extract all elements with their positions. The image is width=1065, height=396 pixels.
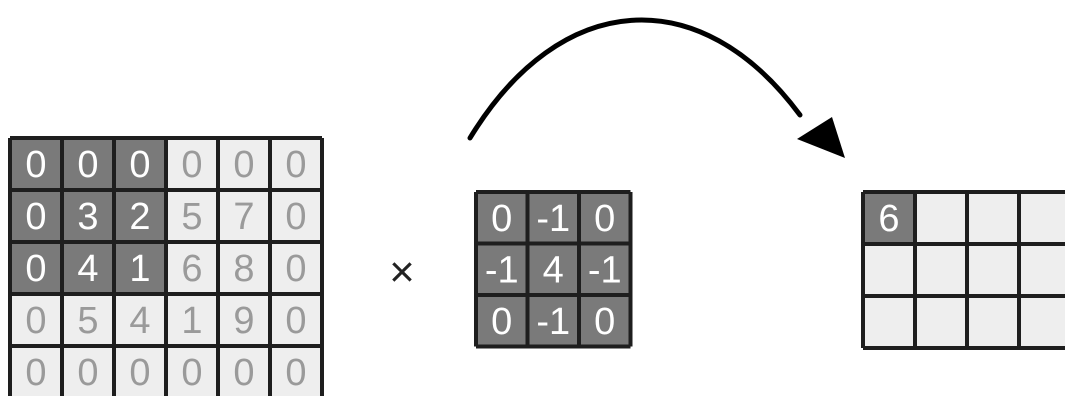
input-cell [62,138,114,190]
output-cell [1019,192,1065,244]
input-cell-value: 0 [77,352,98,394]
input-cell [270,138,322,190]
output-cell [915,244,967,296]
input-cell [114,294,166,346]
input-cell [114,190,166,242]
input-cell [166,346,218,396]
kernel-cell-value: 0 [594,198,615,240]
input-cell [62,346,114,396]
input-cell-value: 0 [285,300,306,342]
output-cell [863,192,915,244]
input-cell [10,294,62,346]
input-cell-value: 1 [129,248,150,290]
kernel-cell [476,192,528,244]
input-cell [166,242,218,294]
input-cell [218,138,270,190]
output-cell [1019,244,1065,296]
input-cell [10,190,62,242]
input-cell-value: 3 [77,196,98,238]
input-cell-value: 0 [285,196,306,238]
input-cell [10,138,62,190]
input-cell [114,242,166,294]
input-cell-value: 0 [25,248,46,290]
output-cell [863,296,915,348]
kernel-cell [579,243,631,295]
output-cell [967,244,1019,296]
kernel-cell-value: -1 [485,249,519,291]
output-cell [863,244,915,296]
input-cell-value: 7 [233,196,254,238]
kernel-cell [476,243,528,295]
input-cell [62,294,114,346]
input-cell-value: 1 [181,300,202,342]
output-cell [967,192,1019,244]
input-cell [218,294,270,346]
curved-arrow-icon [467,17,845,158]
input-cell [10,242,62,294]
kernel-cell-value: -1 [536,301,570,343]
input-cell-value: 4 [129,300,150,342]
input-cell-value: 9 [233,300,254,342]
kernel-cell-value: -1 [536,198,570,240]
input-cell-value: 0 [129,352,150,394]
input-cell-value: 0 [285,352,306,394]
input-cell-value: 5 [181,196,202,238]
input-cell-value: 0 [129,144,150,186]
output-cell [967,296,1019,348]
input-cell-value: 0 [181,352,202,394]
input-cell [166,138,218,190]
input-cell-value: 0 [77,144,98,186]
kernel-cell-value: 0 [491,198,512,240]
input-cell [218,190,270,242]
input-cell-value: 5 [77,300,98,342]
kernel-cell [579,295,631,347]
input-cell [166,190,218,242]
input-cell [270,294,322,346]
input-cell [10,346,62,396]
kernel-matrix: 0 -1 0 -1 4 -1 0 -1 0 [474,190,633,349]
output-cell [1019,296,1065,348]
input-cell [270,346,322,396]
input-cell-value: 0 [181,144,202,186]
input-cell-value: 6 [181,248,202,290]
input-cell [62,190,114,242]
input-cell [114,138,166,190]
input-cell-value: 0 [233,144,254,186]
multiply-operator: × [389,248,415,297]
output-cell-value: 6 [878,198,899,240]
input-cell-value: 0 [233,352,254,394]
kernel-cell [527,243,579,295]
input-cell-value: 2 [129,196,150,238]
input-cell-value: 4 [77,248,98,290]
output-matrix: 6 [861,190,1065,350]
input-cell [166,294,218,346]
kernel-cell-value: 4 [543,249,564,291]
input-cell [270,242,322,294]
input-cell [270,190,322,242]
input-cell-value: 0 [25,300,46,342]
output-cell [915,192,967,244]
input-cell-value: 8 [233,248,254,290]
input-cell [62,242,114,294]
kernel-cell-value: 0 [594,301,615,343]
input-cell [218,242,270,294]
kernel-cell-value: 0 [491,301,512,343]
kernel-cell [579,192,631,244]
input-cell [218,346,270,396]
kernel-cell [527,192,579,244]
input-cell-value: 0 [25,144,46,186]
kernel-cell [527,295,579,347]
kernel-cell [476,295,528,347]
input-cell-value: 0 [25,196,46,238]
input-cell-value: 0 [285,248,306,290]
input-cell-value: 0 [285,144,306,186]
output-cell [915,296,967,348]
input-cell [114,346,166,396]
kernel-cell-value: -1 [588,249,622,291]
input-cell-value: 0 [25,352,46,394]
